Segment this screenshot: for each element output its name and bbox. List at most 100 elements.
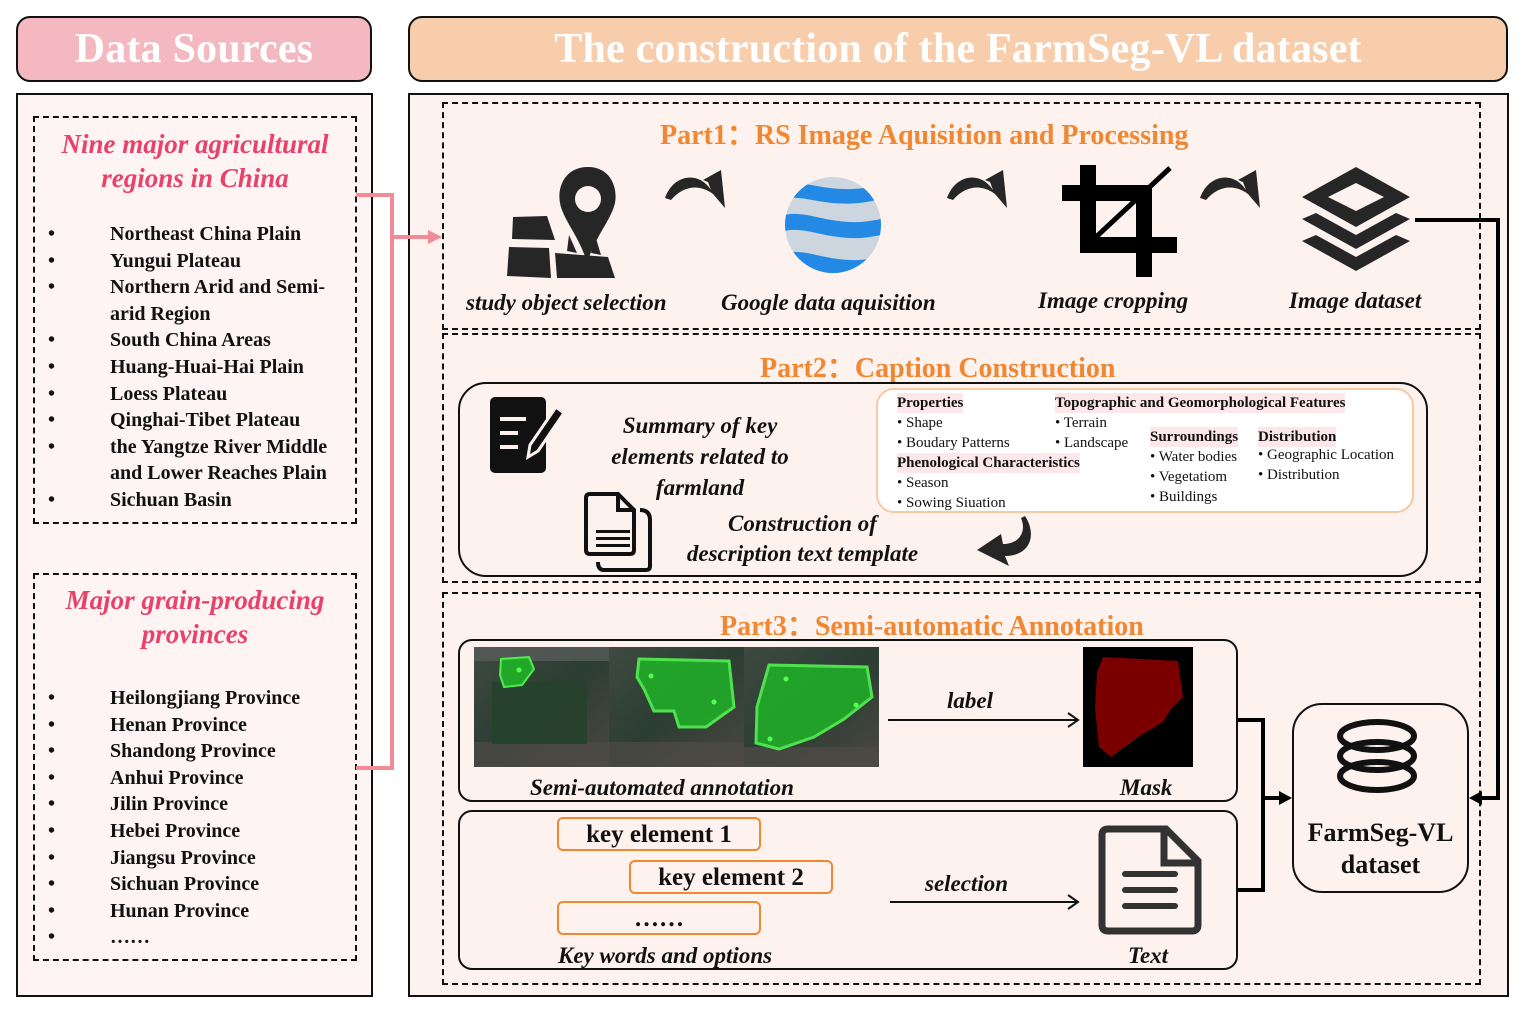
farmseg-dataset-box [1292, 703, 1469, 893]
list-item: South China Areas [48, 327, 348, 354]
list-item: Northeast China Plain [48, 221, 348, 248]
list-item: Sichuan Basin [48, 487, 348, 514]
step-label: Image cropping [1038, 288, 1189, 313]
google-earth-icon [785, 177, 881, 273]
list-item: Hunan Province [48, 898, 348, 925]
text-caption: Text [1128, 943, 1169, 968]
property-item: • Vegetatiom [1150, 469, 1228, 485]
provinces-title: Major grain-producing provinces [33, 583, 357, 651]
list-item: Northern Arid and Semi- [48, 274, 348, 301]
part1-title: Part1：RS Image Aquisition and Processing [660, 120, 1189, 151]
summary-line: elements related to [611, 444, 789, 469]
map-pin-icon [507, 167, 616, 278]
curved-arrow-back-icon [977, 516, 1031, 566]
dataset-title-line2: dataset [1340, 850, 1421, 879]
template-caption: Construction of description text templat… [660, 509, 945, 569]
summary-caption: Summary of key elements related to farml… [600, 410, 800, 503]
mask-image [1083, 647, 1193, 767]
list-item: Jiangsu Province [48, 845, 348, 872]
header-right-text: The construction of the FarmSeg-VL datas… [554, 26, 1362, 72]
image-dataset-connector [1415, 218, 1500, 800]
database-icon [1337, 719, 1417, 793]
template-line: Construction of [728, 511, 877, 536]
provinces-title-line2: provinces [141, 619, 249, 649]
construction-header: The construction of the FarmSeg-VL datas… [408, 16, 1508, 82]
list-item-continued: and Lower Reaches Plain [110, 462, 327, 485]
part2-box [442, 333, 1481, 583]
regions-box [33, 116, 357, 524]
satellite-image-1 [474, 647, 609, 767]
files-icon [584, 492, 652, 572]
provinces-title-line1: Major grain-producing [65, 585, 325, 615]
topographic-heading: Topographic and Geomorphological Feature… [1055, 393, 1346, 413]
satellite-image-3 [744, 647, 879, 767]
distribution-heading: Distribution [1258, 427, 1337, 447]
edit-document-icon [490, 397, 567, 473]
list-item: Yungui Plateau [48, 248, 348, 275]
property-item: • Distribution [1258, 467, 1340, 483]
step-label: Google data aquisition [721, 290, 936, 315]
mask-caption: Mask [1120, 775, 1173, 800]
dataset-title: FarmSeg-VL dataset [1292, 817, 1469, 881]
selection-arrow-text: selection [925, 871, 1009, 896]
list-item: Hebei Province [48, 818, 348, 845]
summary-line: Summary of key [622, 413, 778, 438]
property-item: • Terrain [1055, 415, 1107, 431]
step-label: study object selection [466, 290, 667, 315]
summary-line: farmland [655, 475, 745, 500]
properties-card: Properties • Shape • Boudary Patterns To… [876, 388, 1414, 513]
part3-title: Part3：Semi-automatic Annotation [720, 611, 1144, 642]
list-item: Huang-Huai-Hai Plain [48, 354, 348, 381]
satellite-image-2 [609, 647, 744, 767]
regions-title: Nine major agricultural regions in China [33, 127, 357, 195]
keywords-caption: Key words and options [558, 943, 773, 968]
selection-arrow [890, 894, 1080, 910]
regions-title-line1: Nine major agricultural [61, 129, 329, 159]
list-item: Heilongjiang Province [48, 685, 348, 712]
header-left-text: Data Sources [74, 26, 314, 72]
phenological-heading: Phenological Characteristics [897, 453, 1080, 473]
annotation-images [474, 647, 879, 767]
property-item: • Water bodies [1150, 449, 1238, 465]
list-item: …… [48, 924, 348, 951]
step-label: Image dataset [1289, 288, 1422, 313]
property-item: • Geographic Location [1258, 447, 1395, 463]
label-arrow [888, 712, 1080, 728]
layers-icon [1302, 167, 1410, 271]
key-element-chip: key element 2 [629, 860, 833, 894]
list-item: the Yangtze River Middle [48, 434, 348, 461]
crop-icon [1062, 165, 1177, 277]
list-item: Qinghai-Tibet Plateau [48, 407, 348, 434]
part2-title: Part2：Caption Construction [760, 353, 1116, 384]
merge-connector [1238, 718, 1265, 892]
arrowhead [1279, 791, 1292, 805]
curved-arrow-icon [665, 170, 725, 208]
arrowhead [1469, 791, 1482, 805]
list-item: Anhui Province [48, 765, 348, 792]
property-item: • Shape [897, 415, 943, 431]
text-document-icon [1098, 825, 1202, 935]
property-item: • Landscape [1055, 435, 1129, 451]
regions-title-line2: regions in China [101, 163, 289, 193]
list-item: Jilin Province [48, 791, 348, 818]
regions-list: Northeast China Plain Yungui Plateau Nor… [48, 221, 348, 514]
property-item: • Sowing Siuation [897, 495, 1006, 511]
property-item: • Season [897, 475, 949, 491]
annotation-box [458, 639, 1238, 802]
data-sources-header: Data Sources [16, 16, 372, 82]
list-item: Loess Plateau [48, 381, 348, 408]
surroundings-heading: Surroundings [1150, 427, 1239, 447]
list-item-continued: arid Region [110, 302, 211, 325]
keywords-box [458, 810, 1238, 970]
list-item: Henan Province [48, 712, 348, 739]
template-line: description text template [686, 541, 919, 566]
part3-box [442, 592, 1481, 985]
provinces-list: Heilongjiang Province Henan Province Sha… [48, 685, 348, 951]
connector-arrowhead [428, 230, 442, 244]
list-item: Shandong Province [48, 738, 348, 765]
curved-arrow-icon [1200, 170, 1260, 208]
caption-construction-box [458, 382, 1428, 577]
label-arrow-text: label [947, 688, 993, 713]
